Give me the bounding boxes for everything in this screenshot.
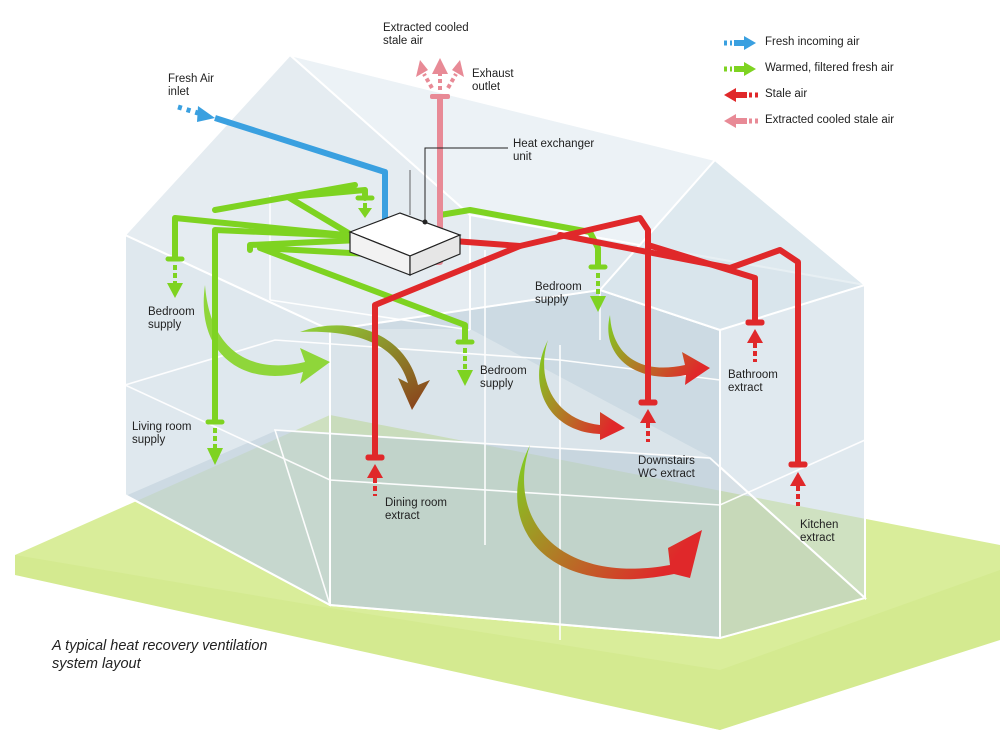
outlet-wc — [638, 399, 658, 442]
label-extracted-cooled: Extracted cooled stale air — [383, 22, 469, 47]
supply-outlets — [165, 195, 608, 465]
fresh-air-inlet-duct — [177, 104, 388, 222]
label-dining-room-extract: Dining room extract — [385, 497, 447, 522]
diagram-caption: A typical heat recovery ventilation syst… — [52, 638, 268, 672]
label-downstairs-wc-extract: Downstairs WC extract — [638, 455, 695, 480]
stale-extract-ducts — [372, 215, 801, 465]
fresh-arrow-icon — [724, 36, 756, 50]
outlet-top-box — [355, 195, 375, 218]
legend-label-warm: Warmed, filtered fresh air — [765, 62, 894, 74]
swirl-mid-lower — [539, 340, 625, 440]
outlet-bathroom — [745, 319, 765, 362]
legend-label-cooled: Extracted cooled stale air — [765, 114, 895, 126]
label-kitchen-extract: Kitchen extract — [800, 519, 839, 544]
label-bedroom-supply-mid: Bedroom supply — [480, 365, 527, 390]
swirl-bottom-large — [517, 445, 702, 580]
legend-label-stale: Stale air — [765, 88, 808, 100]
stale-arrow-icon — [724, 88, 758, 102]
heat-exchanger-unit — [348, 147, 508, 276]
swirl-left-upper — [203, 285, 330, 384]
label-heat-exchanger: Heat exchanger unit — [513, 138, 595, 163]
outlet-dining — [365, 454, 385, 496]
cooled-arrow-icon — [724, 114, 758, 128]
warm-arrow-icon — [724, 62, 756, 76]
label-living-room-supply: Living room supply — [132, 421, 192, 446]
outlet-living-left — [205, 419, 225, 465]
ground-plane-front — [15, 555, 1000, 730]
swirl-centre — [300, 325, 430, 410]
outlet-kitchen — [788, 461, 808, 506]
outlet-bedroom-left — [165, 256, 185, 298]
label-bedroom-supply-right: Bedroom supply — [535, 281, 582, 306]
outlet-bedroom-right — [588, 264, 608, 312]
extract-outlets — [365, 319, 808, 506]
legend-label-fresh: Fresh incoming air — [765, 36, 860, 48]
air-flow-swirls — [203, 285, 710, 580]
label-fresh-air-inlet: Fresh Air inlet — [168, 73, 215, 98]
label-exhaust-outlet: Exhaust outlet — [472, 68, 514, 93]
outlet-bedroom-mid — [455, 339, 475, 386]
warm-supply-ducts — [172, 182, 601, 423]
label-bedroom-supply-left: Bedroom supply — [148, 306, 195, 331]
swirl-right-bedroom — [608, 315, 710, 385]
label-bathroom-extract: Bathroom extract — [728, 369, 778, 394]
